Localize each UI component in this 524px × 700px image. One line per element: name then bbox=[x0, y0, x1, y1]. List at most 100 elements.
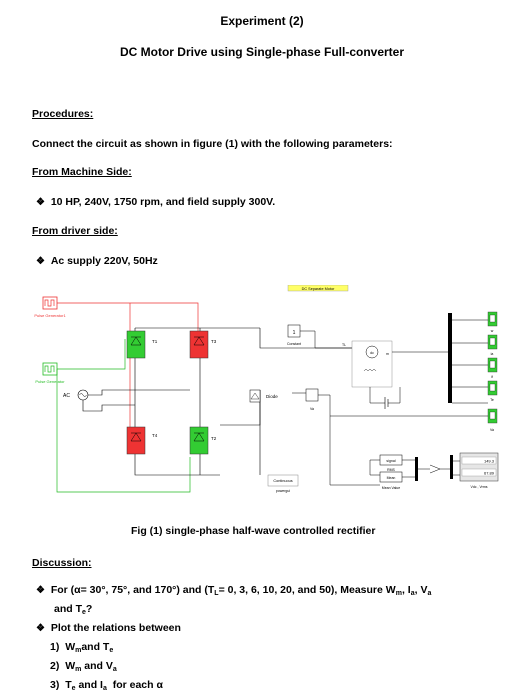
page-title: Experiment (2) bbox=[220, 14, 304, 28]
driver-side-text: Ac supply 220V, 50Hz bbox=[50, 255, 158, 267]
subscript-e: e bbox=[71, 685, 76, 692]
procedures-intro: Connect the circuit as shown in figure (… bbox=[32, 138, 393, 150]
mux-inputs bbox=[402, 459, 415, 478]
thyristor-t2: T2 bbox=[189, 426, 217, 455]
driver-side-item: ❖ Ac supply 220V, 50Hz bbox=[36, 255, 158, 267]
t2-label: T2 bbox=[211, 436, 217, 441]
m-label: m bbox=[386, 352, 389, 356]
dc-label: dc bbox=[370, 351, 374, 355]
scope-te: Te bbox=[487, 380, 498, 402]
relation-2-number: 2) bbox=[50, 660, 60, 672]
item1-part-d: , V bbox=[414, 584, 428, 596]
diode-block bbox=[249, 389, 261, 403]
page-subtitle: DC Motor Drive using Single-phase Full-c… bbox=[119, 45, 405, 59]
subscript-a: a bbox=[102, 685, 107, 692]
relation-1-number: 1) bbox=[50, 641, 60, 653]
relation-2-b: and V bbox=[84, 660, 113, 672]
t1-label: T1 bbox=[152, 339, 158, 344]
scope-ia-label: ia bbox=[491, 352, 494, 356]
relation-3-a: T bbox=[65, 679, 72, 691]
scope-if-label: if bbox=[491, 375, 493, 379]
relation-2-a: W bbox=[65, 660, 76, 672]
display-label: Vdc , Vrms bbox=[471, 485, 488, 489]
scope-if: if bbox=[487, 357, 498, 379]
demux-bus bbox=[448, 313, 452, 403]
display-1-value: 149.3 bbox=[484, 459, 495, 464]
machine-side-text: 10 HP, 240V, 1750 rpm, and field supply … bbox=[50, 196, 276, 208]
item1-part-c: , I bbox=[401, 584, 411, 596]
item1-part-a: For (α= 30°, 75°, and 170°) and (T bbox=[50, 584, 215, 596]
thyristor-t1: T1 bbox=[126, 330, 158, 359]
field-coil-icon bbox=[363, 369, 377, 372]
subscript-e: e bbox=[82, 609, 86, 616]
subscript-m: m bbox=[395, 590, 402, 597]
powergui-block bbox=[267, 474, 299, 487]
display-2-box bbox=[461, 468, 497, 477]
continuous-label: Continuous bbox=[273, 479, 292, 483]
pulse-wave-icon bbox=[44, 299, 55, 307]
procedures-heading: Procedures: bbox=[32, 108, 94, 120]
figure-caption: Fig (1) single-phase half-wave controlle… bbox=[131, 525, 376, 537]
demux-bar-2 bbox=[450, 455, 453, 479]
subscript-a: a bbox=[427, 590, 432, 597]
signal-label: signal bbox=[386, 459, 395, 463]
subscript-m: m bbox=[75, 647, 82, 654]
measure-wire bbox=[329, 416, 380, 486]
discussion-item-1: ❖ For (α= 30°, 75°, and 170°) and (TL= 0… bbox=[36, 584, 431, 597]
subscript-e: e bbox=[109, 647, 114, 654]
display-1-box bbox=[461, 456, 497, 465]
scope-w-label: w bbox=[491, 329, 494, 333]
display-inputs bbox=[453, 460, 460, 476]
va-wire bbox=[318, 394, 488, 417]
t4-label: T4 bbox=[152, 433, 158, 438]
relation-1: 1) Wmand Te bbox=[50, 641, 113, 654]
pulse-wave-icon bbox=[44, 365, 55, 373]
circuit-diagram: DC Separate Motor Pulse Generator1 Pulse… bbox=[34, 285, 499, 493]
diamond-bullet-icon: ❖ bbox=[36, 197, 45, 208]
scope-ia: ia bbox=[487, 334, 498, 356]
discussion-heading: Discussion: bbox=[32, 557, 92, 569]
rms-label: RMS bbox=[387, 468, 395, 472]
machine-side-heading: From Machine Side: bbox=[32, 166, 132, 178]
powergui-label: powergui bbox=[276, 489, 290, 493]
item2-text: Plot the relations between bbox=[50, 622, 181, 634]
subscript-a: a bbox=[112, 666, 117, 673]
voltage-measurement-block bbox=[305, 388, 319, 402]
motor-banner-box bbox=[287, 285, 349, 292]
subscript-l: L bbox=[214, 590, 219, 597]
driver-side-heading: From driver side: bbox=[32, 225, 118, 237]
subscript-a: a bbox=[410, 590, 415, 597]
demux-outputs bbox=[452, 319, 488, 404]
relation-1-a: W bbox=[65, 641, 76, 653]
constant-wire bbox=[300, 330, 360, 349]
gate-wires-green bbox=[56, 339, 191, 493]
relation-3-number: 3) bbox=[50, 679, 60, 691]
relation-2: 2) Wm and Va bbox=[50, 660, 117, 673]
power-wiring bbox=[82, 327, 360, 476]
motor-icon bbox=[365, 345, 379, 359]
diamond-bullet-icon: ❖ bbox=[36, 256, 45, 267]
discussion-item-1-line-2: and Te? bbox=[54, 603, 92, 616]
constant-value: 1 bbox=[293, 330, 296, 336]
relation-3: 3) Te and Ia for each α bbox=[50, 679, 163, 692]
diode-icon bbox=[250, 392, 260, 400]
mean-value-label: Mean Value bbox=[382, 486, 400, 490]
scope-te-label: Te bbox=[490, 398, 494, 402]
thyristor-t4: T4 bbox=[126, 426, 158, 455]
tl-label: TL bbox=[342, 343, 346, 347]
field-wire bbox=[369, 387, 385, 404]
diamond-bullet-icon: ❖ bbox=[36, 623, 45, 634]
va-label: Va bbox=[310, 407, 314, 411]
mux-bar bbox=[415, 457, 418, 481]
diamond-bullet-icon: ❖ bbox=[36, 585, 45, 596]
pulse-generator-2-label: Pulse Generator bbox=[35, 379, 65, 384]
item1-end: ? bbox=[85, 603, 93, 615]
relation-1-b: and T bbox=[81, 641, 110, 653]
motor-banner-label: DC Separate Motor bbox=[302, 287, 335, 291]
field-return-wire bbox=[388, 387, 401, 404]
battery-icon bbox=[384, 397, 389, 409]
scope-w: w bbox=[487, 311, 498, 333]
subscript-m: m bbox=[75, 666, 82, 673]
measure-split-wire bbox=[369, 459, 380, 476]
scope-va-label: Va bbox=[490, 428, 494, 432]
